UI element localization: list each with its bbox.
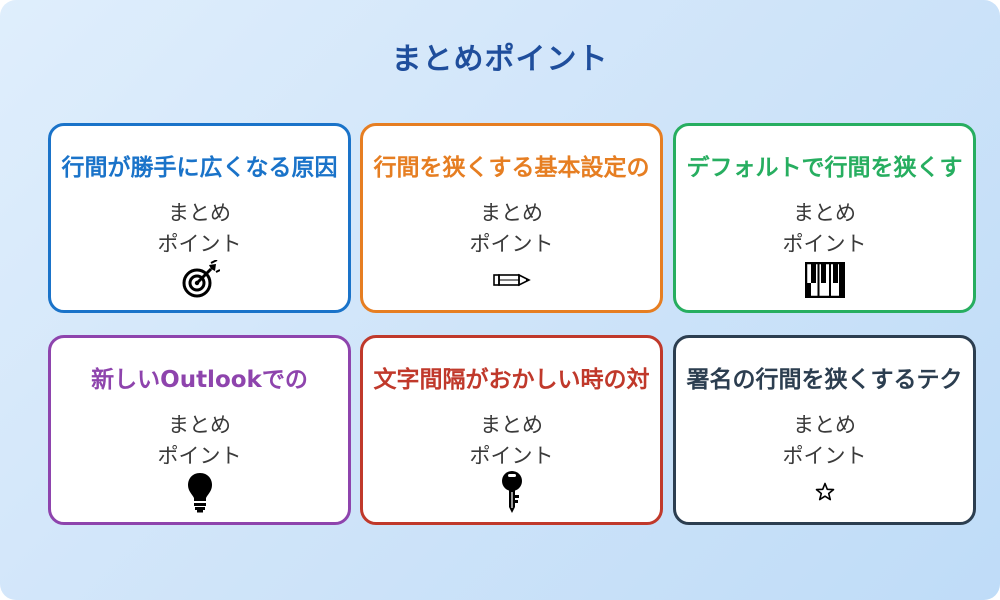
card-subtitle: まとめ ポイント	[676, 410, 973, 472]
card-signature[interactable]: 署名の行間を狭くするテク まとめ ポイント	[673, 335, 976, 525]
card-subtitle: まとめ ポイント	[363, 198, 660, 260]
card-subtitle-line2: ポイント	[782, 444, 867, 468]
card-title: 行間が勝手に広くなる原因	[61, 155, 338, 181]
card-subtitle-line1: まとめ	[480, 413, 543, 437]
piano-keys-icon	[676, 259, 973, 301]
card-cause[interactable]: 行間が勝手に広くなる原因 まとめ ポイント	[48, 123, 351, 313]
card-subtitle: まとめ ポイント	[51, 410, 348, 472]
card-subtitle-line2: ポイント	[157, 232, 242, 256]
card-title: 署名の行間を狭くするテク	[686, 367, 963, 393]
card-subtitle-line1: まとめ	[480, 201, 543, 225]
card-grid: 行間が勝手に広くなる原因 まとめ ポイント 行間を狭くする基本設定の	[48, 123, 976, 527]
card-subtitle: まとめ ポイント	[363, 410, 660, 472]
card-subtitle-line2: ポイント	[157, 444, 242, 468]
card-subtitle-line1: まとめ	[793, 201, 856, 225]
card-new-outlook[interactable]: 新しいOutlookでの まとめ ポイント	[48, 335, 351, 525]
target-icon	[51, 259, 348, 301]
card-subtitle-line1: まとめ	[793, 413, 856, 437]
card-title: デフォルトで行間を狭くす	[686, 155, 963, 181]
card-title: 新しいOutlookでの	[91, 367, 308, 393]
card-subtitle-line2: ポイント	[469, 444, 554, 468]
star-icon	[676, 471, 973, 513]
card-subtitle: まとめ ポイント	[676, 198, 973, 260]
card-subtitle-line2: ポイント	[782, 232, 867, 256]
page-title: まとめポイント	[391, 42, 609, 77]
card-subtitle-line1: まとめ	[168, 413, 231, 437]
key-icon	[363, 471, 660, 513]
lightbulb-icon	[51, 471, 348, 513]
card-subtitle-line2: ポイント	[469, 232, 554, 256]
card-subtitle: まとめ ポイント	[51, 198, 348, 260]
card-subtitle-line1: まとめ	[168, 201, 231, 225]
card-char-spacing[interactable]: 文字間隔がおかしい時の対 まとめ ポイント	[360, 335, 663, 525]
card-basic-settings[interactable]: 行間を狭くする基本設定の まとめ ポイント	[360, 123, 663, 313]
pencil-icon	[363, 259, 660, 301]
card-title: 行間を狭くする基本設定の	[373, 155, 650, 181]
card-title: 文字間隔がおかしい時の対	[373, 367, 650, 393]
card-default-settings[interactable]: デフォルトで行間を狭くす まとめ ポイント	[673, 123, 976, 313]
